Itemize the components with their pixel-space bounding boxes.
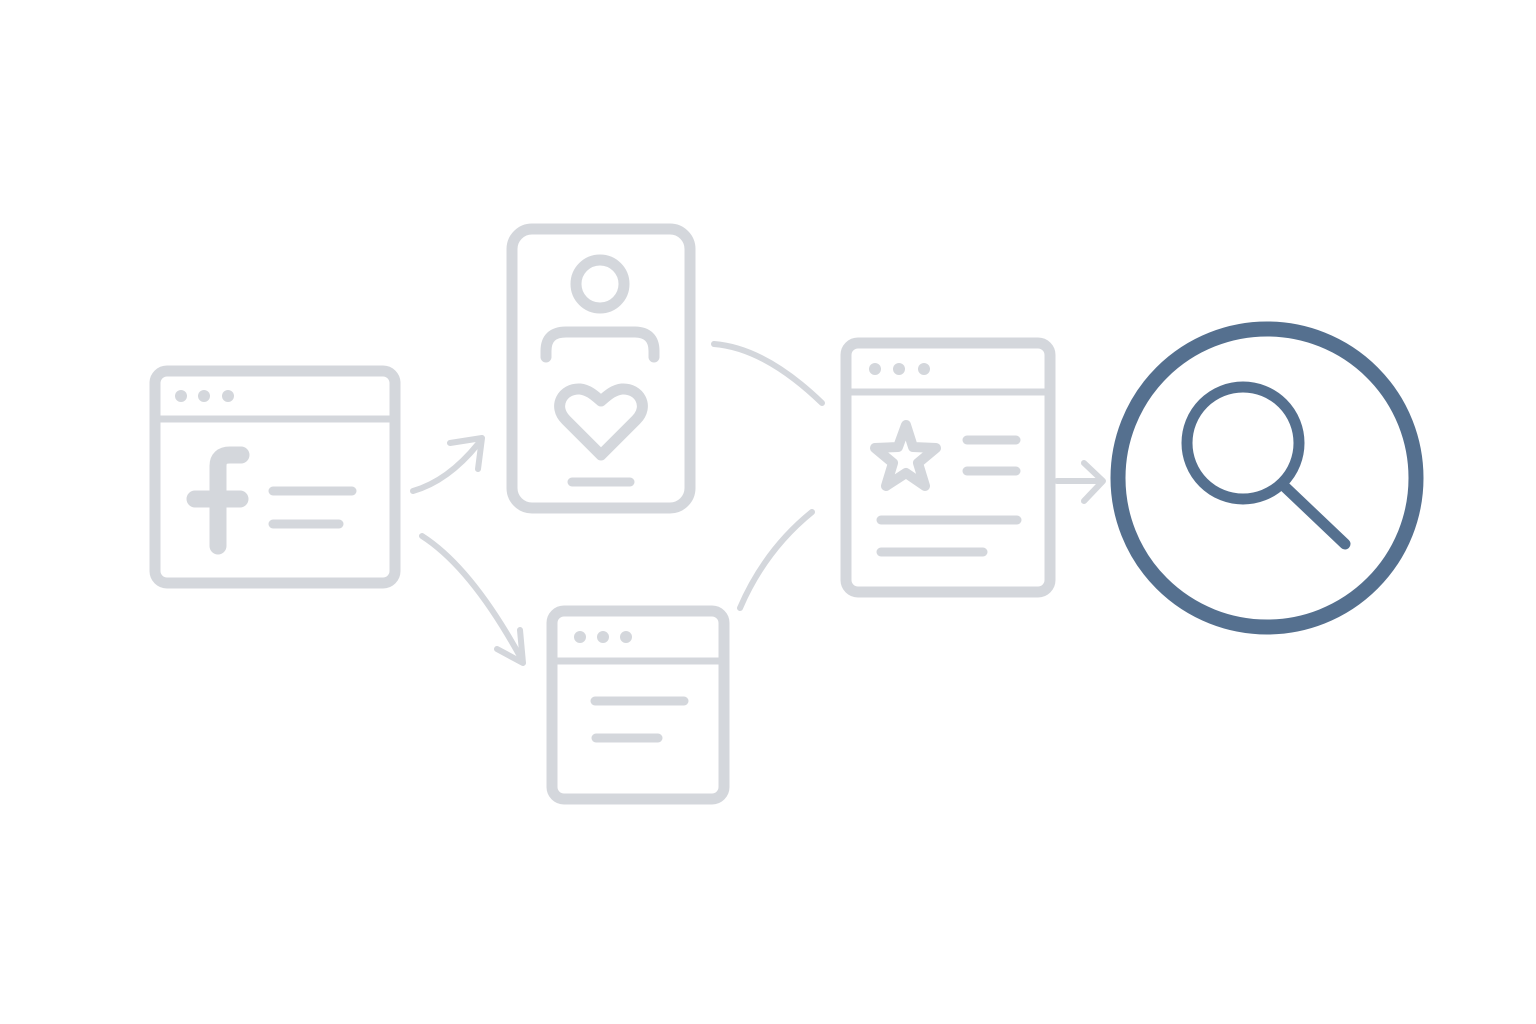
browser-dot-icon xyxy=(597,631,609,643)
browser-dot-icon xyxy=(869,363,881,375)
arrowhead-icon xyxy=(1081,460,1106,504)
star-icon xyxy=(870,420,941,491)
browser-dot-icon xyxy=(198,390,210,402)
connector-plain-to-review xyxy=(737,509,815,611)
connector-social-to-profile xyxy=(410,441,481,494)
connector-social-to-plain xyxy=(419,533,525,663)
magnifying-glass-handle-icon xyxy=(1278,480,1351,550)
connectors xyxy=(410,341,1106,666)
heart-icon xyxy=(554,383,648,461)
connector-profile-to-review xyxy=(711,341,825,406)
browser-dot-icon xyxy=(175,390,187,402)
browser-window-frame xyxy=(546,605,730,805)
browser-dot-icon xyxy=(893,363,905,375)
node-plain-page xyxy=(546,605,730,805)
browser-window-frame xyxy=(149,365,401,589)
browser-window-frame xyxy=(840,337,1056,598)
node-search xyxy=(1110,321,1424,635)
browser-dot-icon xyxy=(222,390,234,402)
facebook-logo-icon xyxy=(186,446,250,555)
browser-dot-icon xyxy=(574,631,586,643)
browser-dot-icon xyxy=(620,631,632,643)
node-review-page xyxy=(840,337,1056,598)
browser-dot-icon xyxy=(918,363,930,375)
user-head-icon xyxy=(570,254,630,314)
arrowhead-icon xyxy=(494,627,526,666)
user-shoulders-icon xyxy=(540,326,660,363)
node-social-page xyxy=(149,365,401,589)
arrowhead-icon xyxy=(447,435,485,472)
magnifying-glass-lens-icon xyxy=(1181,381,1305,505)
phone-frame xyxy=(506,223,696,514)
search-highlight-ring xyxy=(1110,321,1424,635)
node-profile-phone xyxy=(506,223,696,514)
